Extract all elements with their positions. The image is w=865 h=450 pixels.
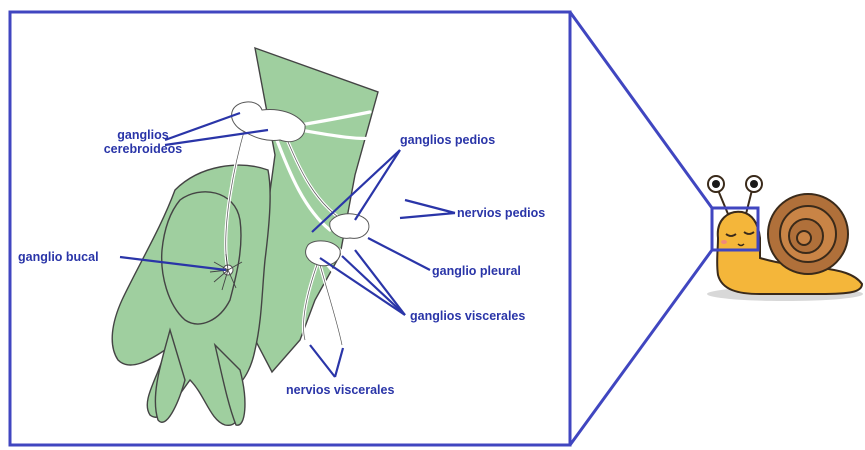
snail-shell [768,194,848,274]
label-visceral-nerves: nervios viscerales [286,383,394,397]
zoom-connector-lines [570,12,712,445]
label-cerebral-ganglia-line1: ganglios [88,128,198,142]
label-visceral-ganglia: ganglios viscerales [410,309,525,323]
label-pleural-ganglion: ganglio pleural [432,264,521,278]
label-pedal-nerves: nervios pedios [457,206,545,220]
snail-eye-stalks [718,190,752,214]
pedal-ganglia-shape [330,214,369,239]
label-cerebral-ganglia-line2: cerebroideos [88,142,198,156]
label-buccal-ganglion: ganglio bucal [18,250,99,264]
pleural-visceral-ganglia-shape [306,241,341,266]
cartoon-snail [707,176,863,301]
label-cerebral-ganglia: ganglios cerebroideos [88,128,198,156]
label-pedal-ganglia: ganglios pedios [400,133,495,147]
snail-eyes [708,176,762,192]
